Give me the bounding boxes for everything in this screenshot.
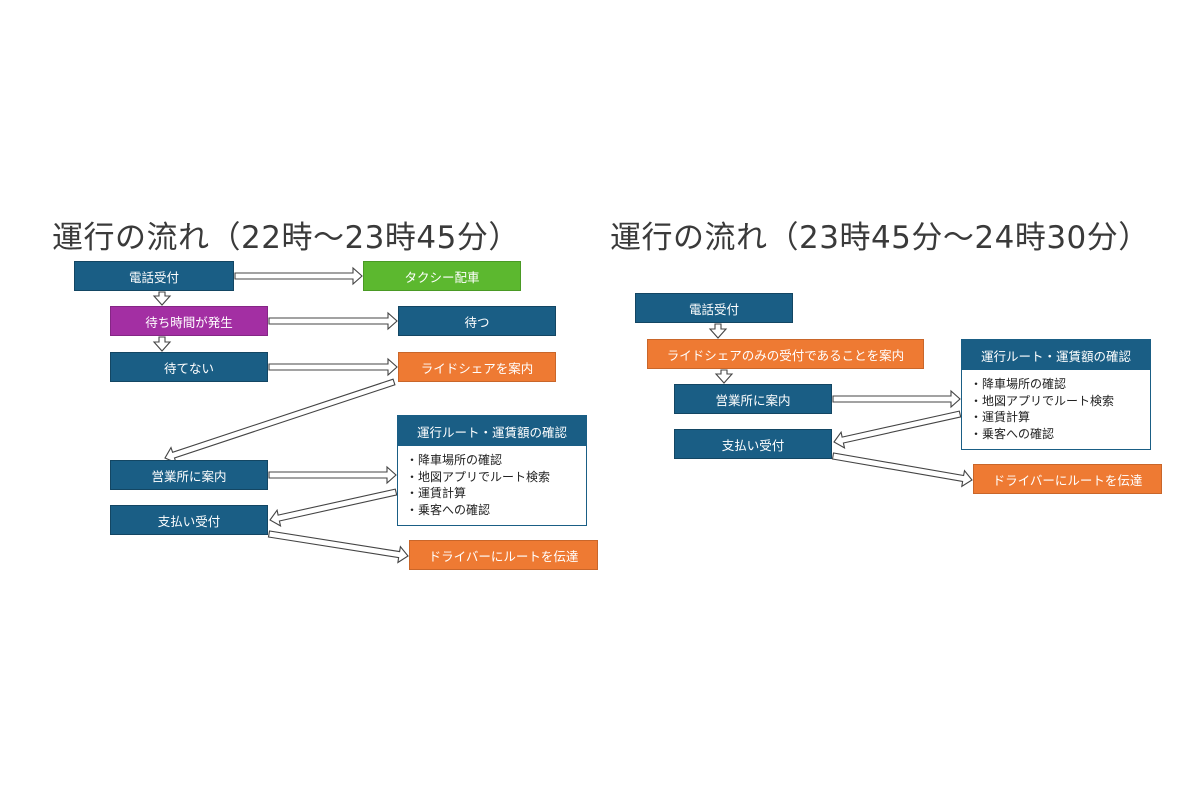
left-arrow-office-to-route-check: [268, 465, 397, 485]
left-flow-title: 運行の流れ（22時〜23時45分）: [52, 220, 520, 256]
left-route-fare-check-list: ・降車場所の確認 ・地図アプリでルート検索 ・運賃計算 ・乗客への確認: [398, 446, 586, 524]
right-tell-driver-box: ドライバーにルートを伝達: [973, 464, 1162, 494]
left-guide-office-label: 営業所に案内: [151, 468, 227, 484]
list-item: ・運賃計算: [406, 486, 467, 500]
right-arrow-guide-to-office: [714, 369, 734, 384]
left-arrow-wait-occurs-to-wait: [268, 311, 398, 331]
left-arrow-wait-occurs-to-cannot-wait: [152, 336, 172, 352]
right-route-fare-check-title: 運行ルート・運賃額の確認: [962, 340, 1150, 370]
left-arrow-route-check-to-payment: [269, 488, 398, 527]
right-payment-label: 支払い受付: [721, 437, 785, 453]
left-wait-label: 待つ: [464, 314, 490, 330]
right-phone-reception-label: 電話受付: [688, 301, 739, 317]
right-tell-driver-label: ドライバーにルートを伝達: [992, 472, 1143, 488]
list-item: ・降車場所の確認: [406, 453, 503, 467]
right-phone-reception-box: 電話受付: [635, 293, 793, 323]
list-item: ・乗客への確認: [406, 502, 491, 517]
right-guide-office-box: 営業所に案内: [674, 384, 832, 414]
left-guide-rideshare-label: ライドシェアを案内: [420, 360, 534, 376]
list-item: ・降車場所の確認: [970, 377, 1067, 391]
left-route-fare-check-title: 運行ルート・運賃額の確認: [398, 416, 586, 446]
right-payment-box: 支払い受付: [674, 429, 832, 459]
right-guide-rideshare-only-box: ライドシェアのみの受付であることを案内: [647, 339, 924, 369]
right-guide-rideshare-only-label: ライドシェアのみの受付であることを案内: [666, 347, 905, 363]
left-cannot-wait-box: 待てない: [110, 352, 268, 382]
left-wait-box: 待つ: [398, 306, 556, 336]
left-arrow-cannot-wait-to-rideshare: [268, 357, 398, 377]
left-taxi-dispatch-label: タクシー配車: [404, 269, 480, 285]
right-arrow-route-check-to-payment: [833, 410, 962, 449]
left-cannot-wait-label: 待てない: [163, 360, 214, 376]
left-phone-reception-label: 電話受付: [128, 269, 179, 285]
left-guide-rideshare-box: ライドシェアを案内: [398, 352, 556, 382]
right-arrow-reception-to-guide: [708, 323, 728, 339]
right-flow-title: 運行の流れ（23時45分〜24時30分）: [610, 220, 1150, 256]
left-phone-reception-box: 電話受付: [74, 261, 234, 291]
list-item: ・地図アプリでルート検索: [406, 469, 551, 484]
left-taxi-dispatch-box: タクシー配車: [363, 261, 521, 291]
right-route-fare-check-list: ・降車場所の確認 ・地図アプリでルート検索 ・運賃計算 ・乗客への確認: [962, 370, 1150, 448]
left-arrow-rideshare-to-office: [164, 378, 396, 464]
left-tell-driver-box: ドライバーにルートを伝達: [409, 540, 598, 570]
left-arrow-payment-to-driver: [267, 530, 409, 564]
list-item: ・運賃計算: [970, 410, 1031, 424]
right-guide-office-label: 営業所に案内: [715, 392, 791, 408]
list-item: ・地図アプリでルート検索: [970, 393, 1115, 408]
left-payment-label: 支払い受付: [157, 513, 221, 529]
right-route-fare-check-panel: 運行ルート・運賃額の確認 ・降車場所の確認 ・地図アプリでルート検索 ・運賃計算…: [961, 339, 1151, 450]
left-wait-occurs-label: 待ち時間が発生: [145, 314, 233, 330]
left-arrow-reception-to-wait-occurs: [152, 291, 172, 306]
left-tell-driver-label: ドライバーにルートを伝達: [428, 548, 579, 564]
right-arrow-payment-to-driver: [831, 452, 973, 488]
right-arrow-office-to-route-check: [832, 389, 961, 409]
list-item: ・乗客への確認: [970, 426, 1055, 441]
left-payment-box: 支払い受付: [110, 505, 268, 535]
left-arrow-reception-to-dispatch: [234, 266, 363, 286]
left-route-fare-check-panel: 運行ルート・運賃額の確認 ・降車場所の確認 ・地図アプリでルート検索 ・運賃計算…: [397, 415, 587, 526]
left-wait-occurs-box: 待ち時間が発生: [110, 306, 268, 336]
left-guide-office-box: 営業所に案内: [110, 460, 268, 490]
